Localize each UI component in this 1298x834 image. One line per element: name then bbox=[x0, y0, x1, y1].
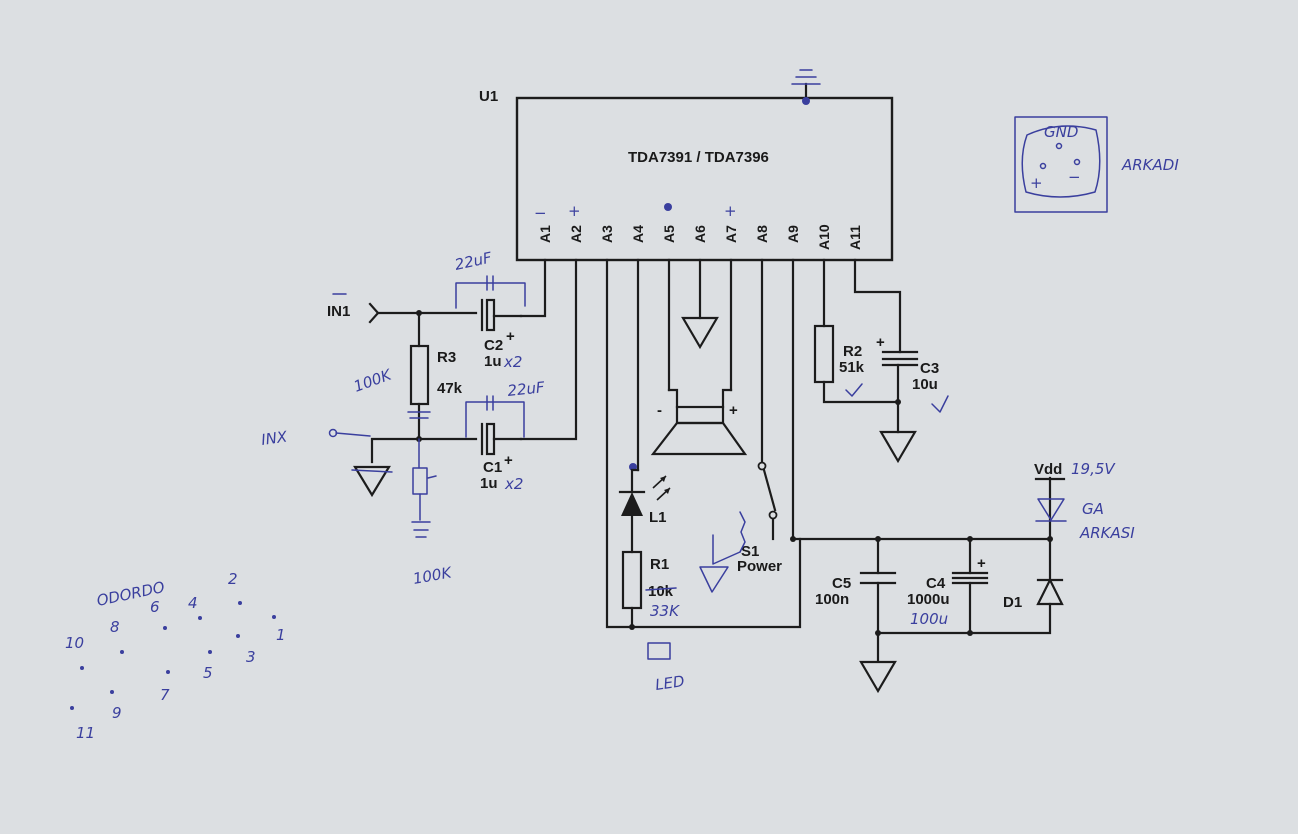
connector-sketch: GND + − ARKADI bbox=[1014, 116, 1179, 213]
r3-ref-label: R3 bbox=[437, 349, 456, 366]
c3-plus-icon: + bbox=[876, 334, 885, 351]
speaker-minus-label: - bbox=[657, 402, 662, 419]
pinout-sketch: ODORDO 2 6 4 8 10 1 3 5 7 9 11 bbox=[65, 570, 286, 742]
pinout-num-7: 7 bbox=[160, 686, 170, 704]
pin-minus-note: − bbox=[534, 204, 547, 222]
s1-ref-label: S1 bbox=[741, 543, 759, 560]
resistor-r1: R1 10k 33K LED bbox=[621, 550, 686, 694]
c3-ref-label: C3 bbox=[920, 360, 939, 377]
c5-value-label: 100n bbox=[815, 591, 849, 608]
r1-ref-label: R1 bbox=[650, 556, 669, 573]
r3-hand-note: 100K bbox=[351, 365, 394, 395]
ink-mark-icon bbox=[802, 97, 810, 105]
c5-ref-label: C5 bbox=[832, 575, 851, 592]
resistor-r3: R3 47k 100K bbox=[351, 311, 463, 441]
r3-value-label: 47k bbox=[437, 380, 463, 397]
pinout-num-10: 10 bbox=[65, 634, 84, 652]
connector-plus-label: + bbox=[1030, 174, 1043, 192]
capacitor-c2: + C2 1u x2 22uF bbox=[453, 248, 526, 371]
pin-label-a4: A4 bbox=[630, 225, 646, 243]
c2-mult-note: x2 bbox=[503, 353, 522, 371]
ic-name-label: TDA7391 / TDA7396 bbox=[628, 149, 769, 166]
led-hand-note: LED bbox=[654, 672, 686, 694]
c2-plus-icon: + bbox=[506, 328, 515, 345]
pin-label-a2: A2 bbox=[568, 225, 584, 243]
inx-hand-note: INX bbox=[260, 427, 289, 449]
pinout-num-2: 2 bbox=[228, 570, 238, 588]
pin-label-a7: A7 bbox=[723, 225, 739, 243]
c1-mult-note: x2 bbox=[504, 475, 523, 493]
c4-ref-label: C4 bbox=[926, 575, 946, 592]
c1-hand-note: 22uF bbox=[507, 378, 546, 400]
r1-hand-note: 33K bbox=[650, 602, 680, 620]
pinout-num-4: 4 bbox=[188, 594, 198, 612]
d1-ref-label: D1 bbox=[1003, 594, 1022, 611]
c2-value-label: 1u bbox=[484, 353, 502, 370]
r1-value-label: 10k bbox=[648, 583, 674, 600]
capacitor-c3: + C3 10u bbox=[876, 334, 949, 464]
pin-label-a8: A8 bbox=[754, 225, 770, 243]
speaker-plus-label: + bbox=[729, 402, 738, 419]
ic-u1: U1 TDA7391 / TDA7396 bbox=[479, 69, 894, 262]
pin-label-a6: A6 bbox=[692, 225, 708, 243]
pinout-num-6: 6 bbox=[150, 598, 160, 616]
c4-hand-note: 100u bbox=[910, 610, 948, 628]
pin-plus-note-a7: + bbox=[724, 202, 737, 220]
in1-label: IN1 bbox=[327, 303, 350, 320]
capacitor-c1: + C1 1u x2 22uF bbox=[465, 378, 546, 493]
pinout-num-8: 8 bbox=[110, 618, 120, 636]
pin-label-a10: A10 bbox=[816, 224, 832, 250]
resistor-r2: R2 51k bbox=[813, 324, 900, 404]
c2-ref-label: C2 bbox=[484, 337, 503, 354]
pin-label-a5: A5 bbox=[661, 225, 677, 243]
capacitor-c5: C5 100n bbox=[815, 536, 897, 694]
vdd-hand-note-2: GA bbox=[1082, 500, 1104, 518]
c3-value-label: 10u bbox=[912, 376, 938, 393]
pinout-num-3: 3 bbox=[246, 648, 256, 666]
switch-s1: S1 Power bbox=[699, 461, 796, 593]
input-in1: IN1 bbox=[327, 293, 478, 324]
c1-value-label: 1u bbox=[480, 475, 498, 492]
vdd-hand-note-3: ARKASI bbox=[1079, 524, 1135, 542]
vdd-hand-note: 19,5V bbox=[1071, 460, 1116, 478]
pin-label-a3: A3 bbox=[599, 225, 615, 243]
ic-pin-labels: A1 A2 A3 A4 A5 A6 A7 A8 A9 A10 A11 − + + bbox=[534, 202, 863, 250]
pot-hand-note: 100K bbox=[412, 563, 454, 588]
pin-label-a1: A1 bbox=[537, 225, 553, 243]
pin-label-a9: A9 bbox=[785, 225, 801, 243]
l1-ref-label: L1 bbox=[649, 509, 667, 526]
r2-ref-label: R2 bbox=[843, 343, 862, 360]
input-inx: INX 100K bbox=[260, 427, 478, 588]
pin-label-a11: A11 bbox=[847, 225, 863, 250]
connector-gnd-label: GND bbox=[1044, 123, 1078, 141]
pin-plus-note-a2: + bbox=[568, 202, 581, 220]
connector-side-label: ARKADI bbox=[1121, 156, 1179, 174]
led-l1: L1 bbox=[618, 463, 671, 554]
c2-hand-note: 22uF bbox=[453, 248, 494, 273]
pinout-num-5: 5 bbox=[203, 664, 213, 682]
pinout-num-1: 1 bbox=[276, 626, 286, 644]
capacitor-c4: + C4 1000u 100u bbox=[907, 536, 989, 636]
pinout-num-11: 11 bbox=[76, 724, 95, 742]
connector-minus-label: − bbox=[1068, 168, 1081, 186]
ink-mark-icon bbox=[664, 203, 672, 211]
diode-d1: D1 Vdd 19,5V GA ARKASI bbox=[876, 460, 1135, 635]
ic-ref-label: U1 bbox=[479, 88, 498, 105]
r2-value-label: 51k bbox=[839, 359, 865, 376]
c1-plus-icon: + bbox=[504, 452, 513, 469]
vdd-label: Vdd bbox=[1034, 461, 1062, 478]
pinout-num-9: 9 bbox=[112, 704, 122, 722]
c1-ref-label: C1 bbox=[483, 459, 502, 476]
c4-plus-icon: + bbox=[977, 555, 986, 572]
c4-value-label: 1000u bbox=[907, 591, 950, 608]
speaker-ls1: - + bbox=[650, 316, 748, 456]
s1-value-label: Power bbox=[737, 558, 782, 575]
